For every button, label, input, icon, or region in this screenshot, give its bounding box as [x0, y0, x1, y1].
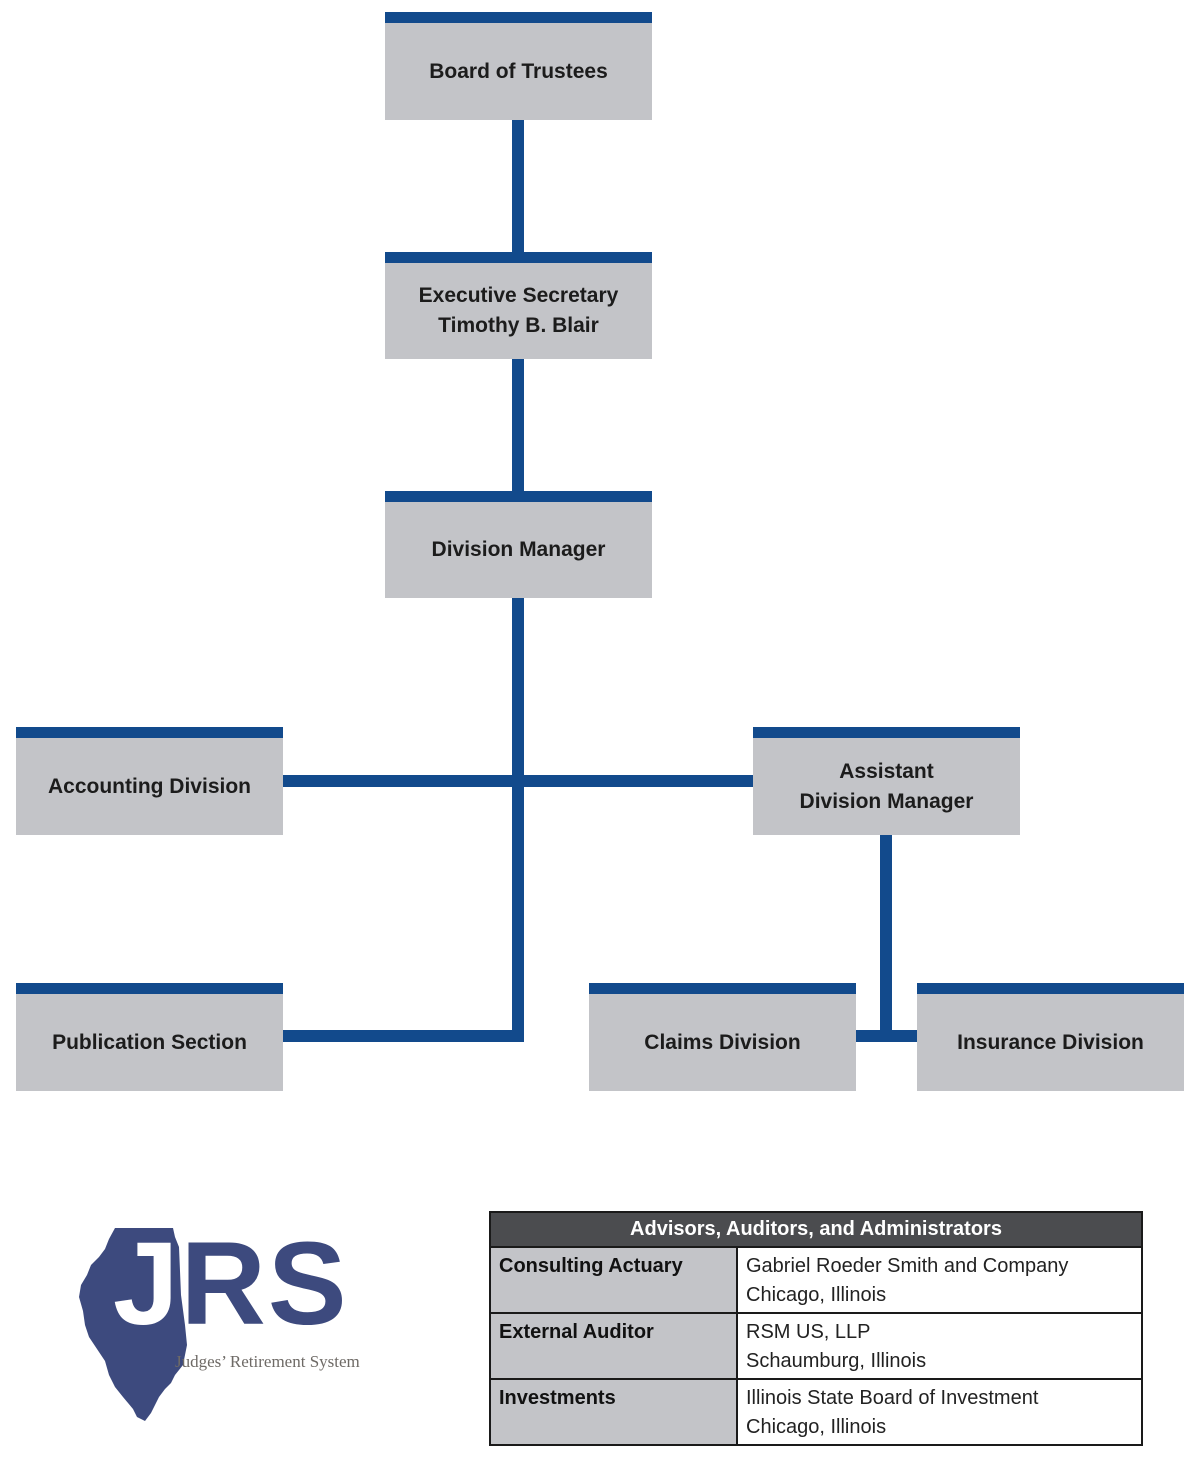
connector-manager-trunk: [512, 598, 524, 1042]
vendor-cell: Gabriel Roeder Smith and Company Chicago…: [736, 1246, 1143, 1314]
org-box-executive-secretary: Executive Secretary Timothy B. Blair: [385, 252, 652, 359]
connector-publication: [282, 1030, 524, 1042]
org-box-assistant-division-manager: Assistant Division Manager: [753, 727, 1020, 835]
logo-graphic: [79, 1228, 187, 1421]
jrs-logo: JRS Judges’ Retirement System: [75, 1225, 385, 1425]
vendor-location: Chicago, Illinois: [746, 1416, 887, 1438]
org-box-title: Publication Section: [52, 1030, 247, 1054]
vendor-cell: RSM US, LLP Schaumburg, Illinois: [736, 1312, 1143, 1380]
org-box-title: Accounting Division: [47, 774, 251, 798]
org-box-person-name: Timothy B. Blair: [438, 314, 599, 337]
table-row: Consulting Actuary Gabriel Roeder Smith …: [489, 1246, 1143, 1314]
connector-assistant-down: [880, 835, 892, 1035]
vendor-location: Chicago, Illinois: [746, 1284, 887, 1306]
org-box-insurance-division: Insurance Division: [917, 983, 1184, 1091]
org-box-title-line1: Assistant: [839, 759, 934, 783]
org-box-title: Board of Trustees: [429, 59, 608, 83]
table-row: Investments Illinois State Board of Inve…: [489, 1378, 1143, 1446]
org-box-title: Executive Secretary: [418, 284, 619, 307]
connector-horizontal-accounting-assistant: [282, 775, 754, 787]
org-box-accounting-division: Accounting Division: [16, 727, 283, 835]
org-box-title: Claims Division: [644, 1030, 801, 1054]
connector-board-executive: [512, 120, 524, 252]
logo-letters: JRS: [113, 1225, 349, 1343]
vendor-cell: Illinois State Board of Investment Chica…: [736, 1378, 1143, 1446]
advisors-table-header: Advisors, Auditors, and Administrators: [489, 1211, 1143, 1248]
org-box-claims-division: Claims Division: [589, 983, 856, 1091]
vendor-name: Illinois State Board of Investment: [746, 1387, 1039, 1409]
org-box-publication-section: Publication Section: [16, 983, 283, 1091]
role-cell: Investments: [489, 1378, 738, 1446]
illinois-state-icon: [79, 1228, 187, 1421]
org-box-title: Division Manager: [431, 538, 606, 561]
logo-letters-rs: RS: [180, 1218, 349, 1350]
role-cell: Consulting Actuary: [489, 1246, 738, 1314]
logo-letter-j: J: [113, 1218, 181, 1350]
org-box-board-of-trustees: Board of Trustees: [385, 12, 652, 120]
org-box-division-manager: Division Manager: [385, 491, 652, 598]
connector-executive-manager: [512, 359, 524, 491]
role-cell: External Auditor: [489, 1312, 738, 1380]
advisors-table: Advisors, Auditors, and Administrators C…: [489, 1211, 1143, 1446]
logo-subtitle: Judges’ Retirement System: [175, 1352, 360, 1371]
org-box-title: Insurance Division: [957, 1030, 1144, 1054]
vendor-name: Gabriel Roeder Smith and Company: [746, 1255, 1069, 1277]
table-row: External Auditor RSM US, LLP Schaumburg,…: [489, 1312, 1143, 1380]
connector-claims-insurance: [855, 1030, 918, 1042]
vendor-location: Schaumburg, Illinois: [746, 1350, 927, 1372]
vendor-name: RSM US, LLP: [746, 1321, 871, 1343]
org-box-title-line2: Division Manager: [799, 789, 974, 813]
